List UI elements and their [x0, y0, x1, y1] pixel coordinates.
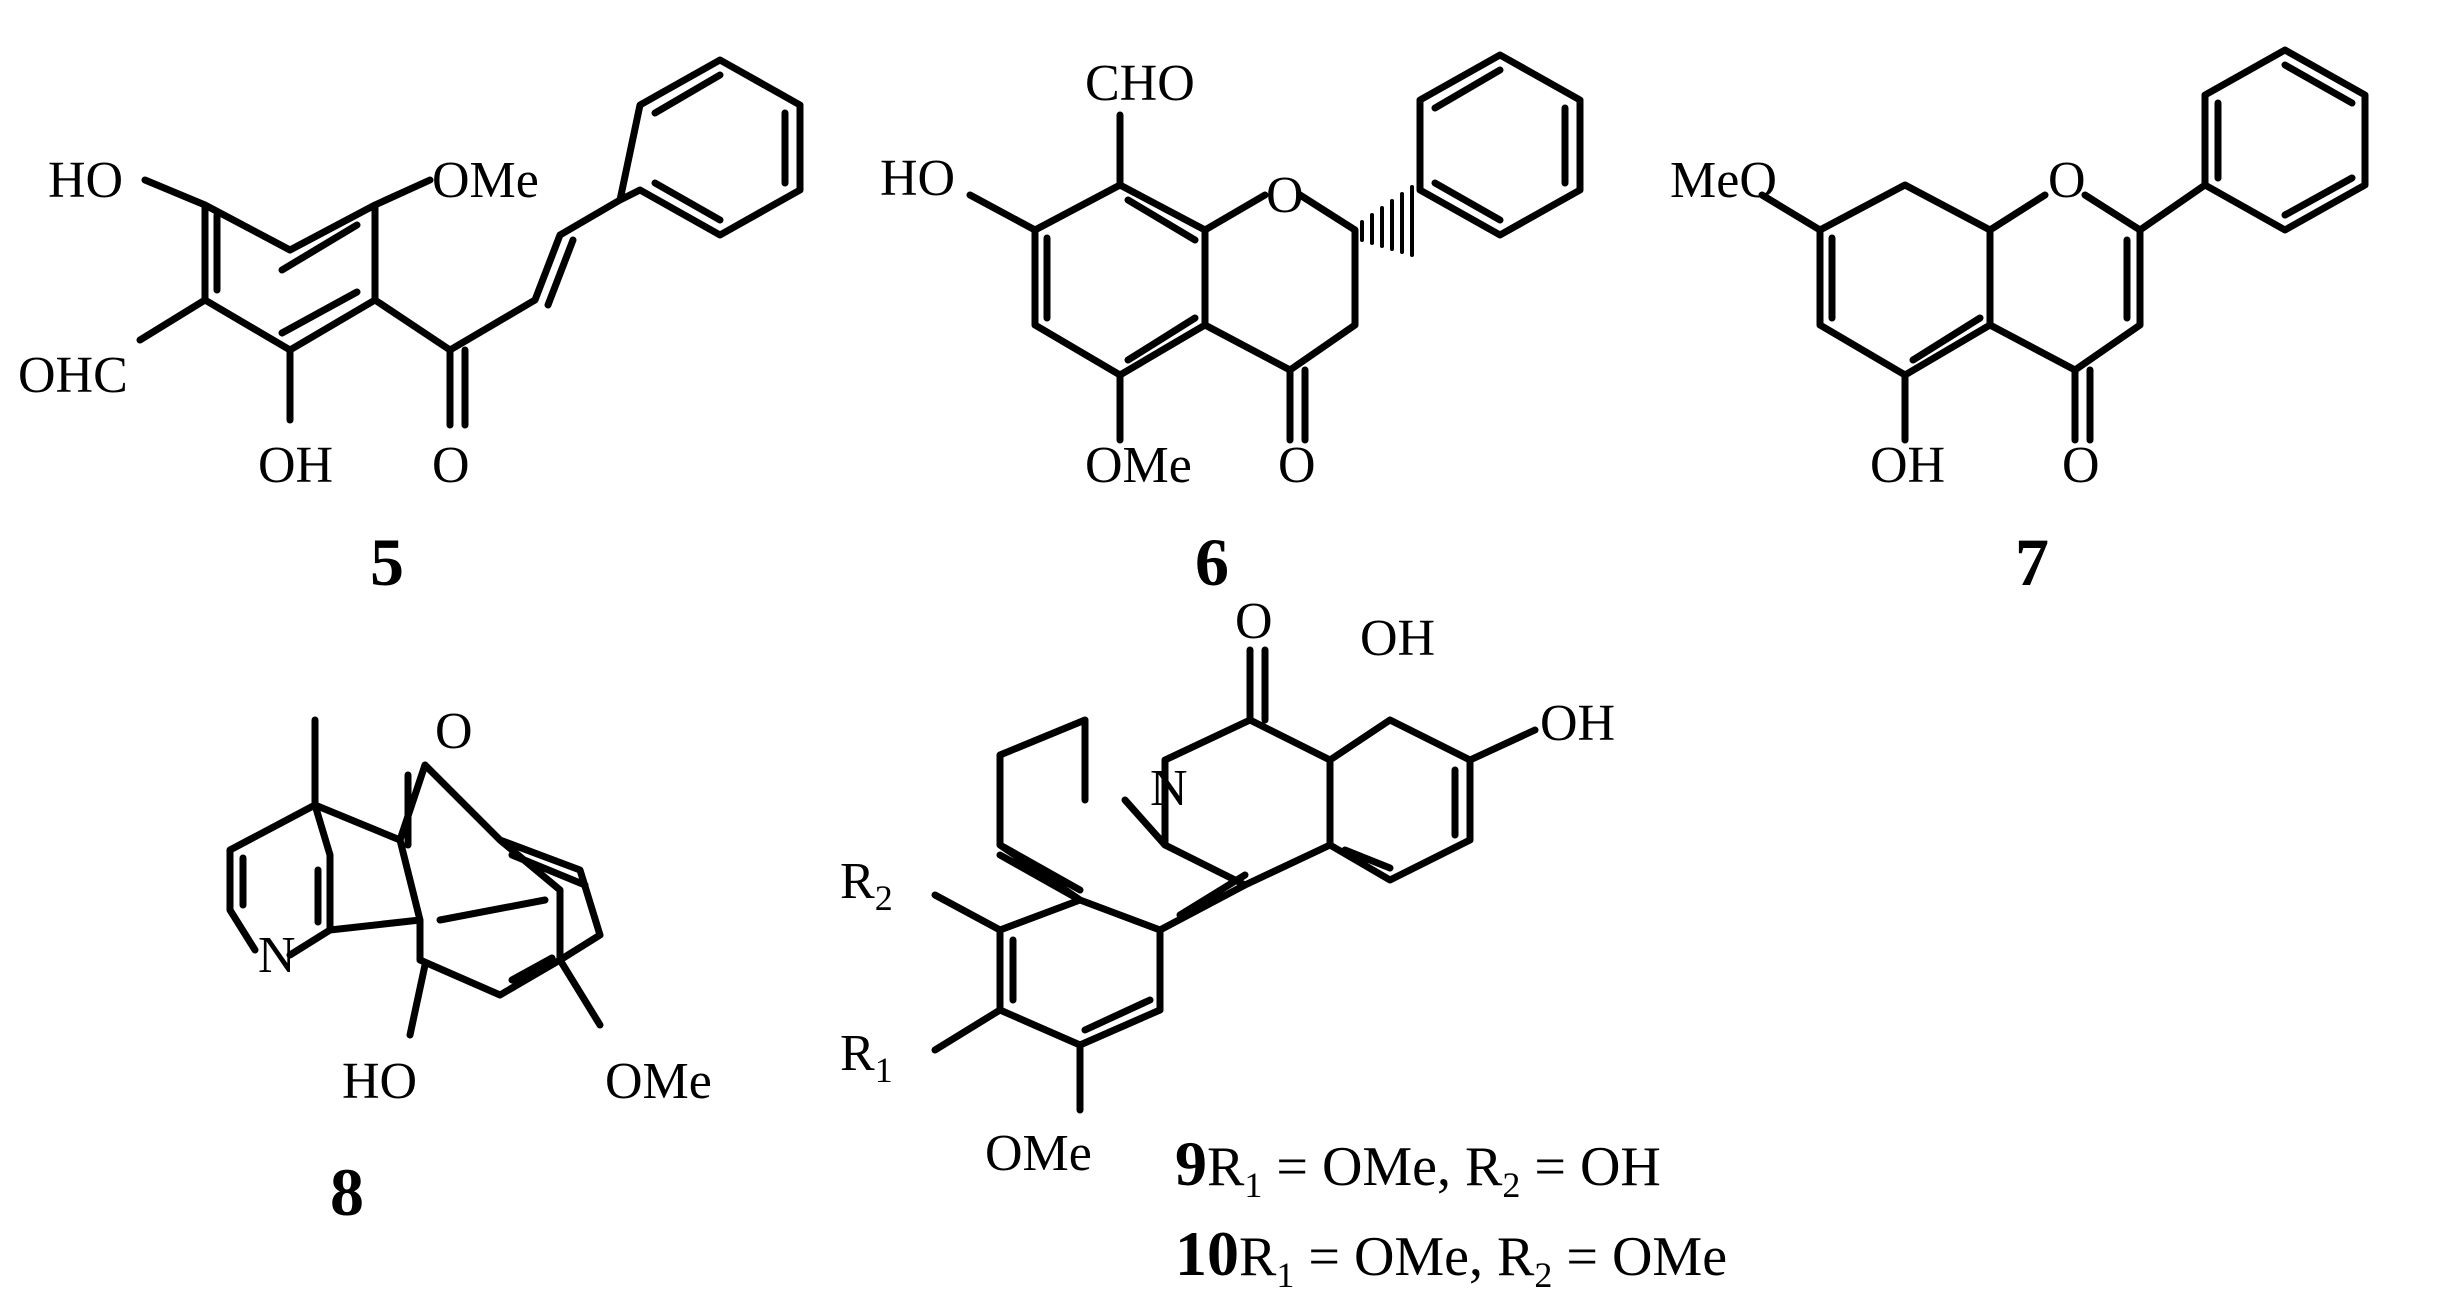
compound-9-10-r1-symbol: R	[840, 1025, 875, 1082]
compound-5-ho-label: HO	[48, 152, 123, 209]
compound-9-10-r2-symbol: R	[840, 853, 875, 910]
legend-10-r2-subscript: 2	[1534, 1255, 1552, 1295]
legend-9-r1-subscript: 1	[1244, 1165, 1262, 1205]
compound-7-meo-label: MeO	[1670, 152, 1777, 209]
legend-10-number: 10	[1175, 1218, 1239, 1289]
compound-5-ome-label: OMe	[432, 152, 539, 209]
legend-row-10: 10R1 = OMe, R2 = OMe	[1175, 1218, 1727, 1295]
compound-9-10-ome-label: OMe	[985, 1125, 1092, 1182]
compound-9-10-oh1-label: OH	[1360, 610, 1435, 667]
compound-7-o-label: O	[2062, 437, 2100, 494]
legend-9-r1-symbol: R	[1207, 1136, 1245, 1198]
compound-8-o-label: O	[435, 703, 473, 760]
compound-5-bonds	[136, 56, 804, 429]
compound-8-number: 8	[330, 1154, 364, 1230]
compound-5-number: 5	[370, 524, 404, 600]
legend-9-r2-subscript: 2	[1502, 1165, 1520, 1205]
compound-7-oh-label: OH	[1870, 437, 1945, 494]
compound-8-bonds	[226, 716, 604, 1039]
compound-7-structure: MeO O OH O 7	[1670, 46, 2369, 600]
legend-10-r2-value: = OMe	[1552, 1226, 1727, 1288]
compound-9-10-n-label: N	[1150, 760, 1188, 817]
legend-row-9: 9R1 = OMe, R2 = OH	[1175, 1128, 1661, 1205]
legend-10-r1-subscript: 1	[1276, 1255, 1294, 1295]
compound-5-oh-label: OH	[258, 437, 333, 494]
legend-10-r2-symbol: R	[1497, 1226, 1535, 1288]
legend-10-r1-value: = OMe,	[1294, 1226, 1497, 1288]
compound-5-ohc-label: OHC	[18, 347, 128, 404]
compound-6-hashed-wedge	[1360, 185, 1414, 257]
compound-5-o-label: O	[432, 437, 470, 494]
compound-6-ho-label: HO	[880, 150, 955, 207]
compound-8-ho-label: HO	[342, 1053, 417, 1110]
compound-9-10-r1-label: R1	[840, 1025, 893, 1090]
compound-6-ring-o-label: O	[1266, 167, 1304, 224]
compound-9-10-structure: O OH OH N R2 R1 OMe	[840, 593, 1615, 1182]
compound-6-bonds	[966, 51, 1584, 444]
compound-9-10-r1-subscript: 1	[875, 1050, 893, 1090]
compound-8-ome-label: OMe	[605, 1053, 712, 1110]
compound-9-10-r2-subscript: 2	[875, 878, 893, 918]
compound-6-structure: CHO HO O OMe O 6	[880, 51, 1584, 600]
compound-7-number: 7	[2015, 524, 2049, 600]
compound-7-bonds	[1758, 46, 2369, 444]
compound-9-10-oh2-label: OH	[1540, 695, 1615, 752]
legend-10-r1-symbol: R	[1239, 1226, 1277, 1288]
compound-6-cho-label: CHO	[1085, 55, 1195, 112]
compound-9-10-o-label: O	[1235, 593, 1273, 650]
legend-9-r1-value: = OMe,	[1262, 1136, 1465, 1198]
legend-9-r2-symbol: R	[1465, 1136, 1503, 1198]
legend-9-number: 9	[1175, 1128, 1207, 1199]
compound-8-n-label: N	[258, 927, 296, 984]
substituent-legend: 9R1 = OMe, R2 = OH 10R1 = OMe, R2 = OMe	[1175, 1128, 1727, 1295]
compound-7-ring-o-label: O	[2048, 152, 2086, 209]
compound-6-number: 6	[1195, 524, 1229, 600]
compound-5-structure: HO OMe OHC OH O 5	[18, 56, 804, 600]
legend-9-r2-value: = OH	[1520, 1136, 1660, 1198]
compound-9-10-r2-label: R2	[840, 853, 893, 918]
compound-6-ome-label: OMe	[1085, 437, 1192, 494]
compound-6-o-label: O	[1278, 437, 1316, 494]
compound-8-structure: O N HO OMe 8	[226, 703, 712, 1230]
compound-9-10-bonds	[931, 646, 1539, 1114]
